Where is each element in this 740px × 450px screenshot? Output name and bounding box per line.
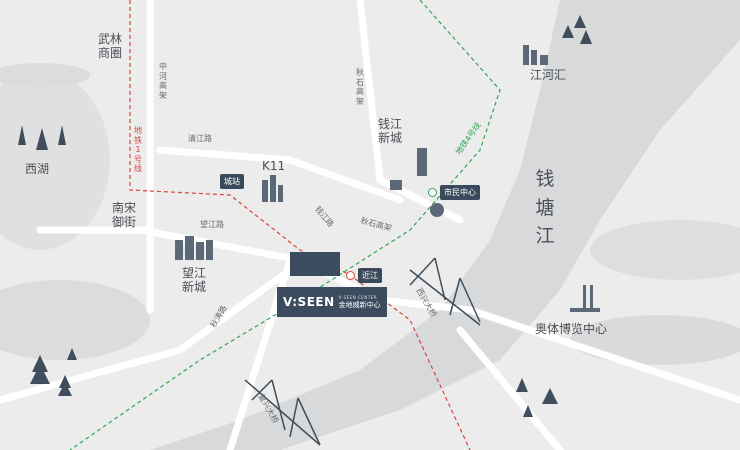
- label-qiantang-river: 钱 塘 江: [535, 168, 555, 247]
- label-nansong: 南宋 御街: [112, 201, 137, 230]
- brand-chinese: 金地威新中心: [338, 300, 381, 309]
- label-wulin: 武林 商圈: [98, 32, 123, 61]
- qiantang-river: [150, 0, 740, 450]
- label-aoti-center: 奥体博览中心: [535, 322, 608, 336]
- label-qianjiang-xincheng: 钱江 新城: [378, 117, 403, 146]
- station-chengzhan[interactable]: 城站: [220, 174, 244, 189]
- metro-station-icon: [428, 188, 437, 197]
- station-jinjiang-label: 近江: [358, 268, 382, 283]
- metro-line-4: [69, 0, 501, 450]
- station-chengzhan-label: 城站: [220, 174, 244, 189]
- trees: [18, 15, 592, 417]
- south-hills: [0, 280, 150, 360]
- buildings: [175, 45, 600, 312]
- label-metro-1: 地铁1号线: [134, 126, 142, 174]
- east-hills-2: [570, 315, 740, 365]
- brand-logo: V:SEEN: [283, 295, 335, 309]
- brand-english: V·SEEN CENTER: [338, 294, 378, 300]
- station-shimin-label: 市民中心: [440, 185, 480, 200]
- west-lake-hills: [0, 70, 110, 250]
- station-shimin-zhongxin[interactable]: 市民中心: [428, 185, 480, 200]
- label-qiushi-elevated: 秋石高架: [356, 68, 364, 106]
- metro-station-icon: [346, 271, 355, 280]
- label-wangjiang-road: 望江路: [200, 220, 224, 229]
- station-jinjiang[interactable]: 近江: [346, 268, 382, 283]
- bridges: [244, 257, 481, 446]
- label-wangjiang-xincheng: 望江 新城: [182, 266, 207, 295]
- label-west-lake: 西湖: [25, 162, 50, 176]
- label-jianghehui: 江河汇: [530, 68, 567, 82]
- label-zhonghe-elevated: 中河高架: [159, 62, 167, 100]
- east-hills: [590, 220, 740, 280]
- metro-line-1: [129, 0, 471, 450]
- label-k11: K11: [262, 159, 286, 173]
- north-hills: [0, 63, 90, 87]
- project-brand-marker[interactable]: V:SEEN V·SEEN CENTER 金地威新中心: [277, 287, 387, 317]
- label-qingjiang-road: 清江路: [188, 134, 212, 143]
